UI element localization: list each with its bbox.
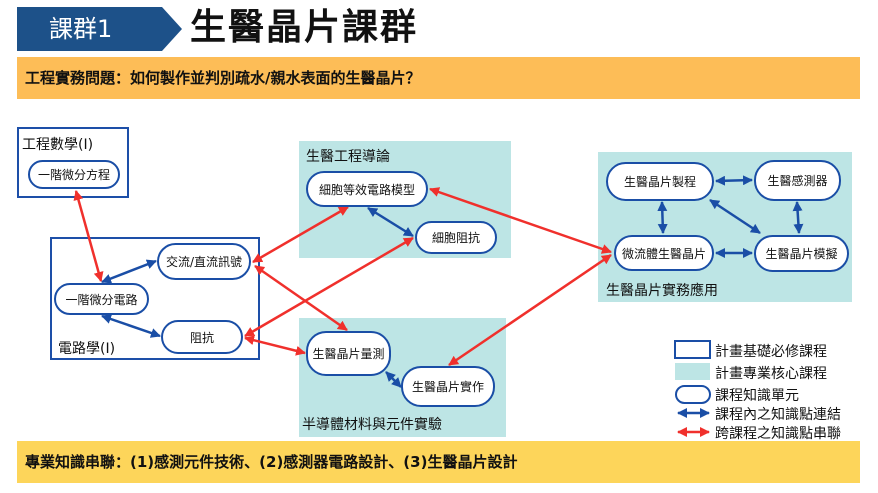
unit-microfluidic-biochip: 微流體生醫晶片 [614,235,714,271]
legend-required-swatch [674,340,711,359]
blue-link [101,314,161,338]
blue-link [709,198,761,235]
blue-link [101,259,157,284]
legend-unit-swatch [675,385,711,404]
legend-internal-link-label: 課程內之知識點連結 [715,407,841,423]
unit-biochip-measurement: 生醫晶片量測 [306,331,391,376]
course-title-bme-intro: 生醫工程導論 [306,149,390,165]
blue-link [792,201,804,234]
unit-first-order-de: 一階微分方程 [28,160,120,189]
course-title-biochip-app: 生醫晶片實務應用 [606,283,718,299]
legend-cross-link-label: 跨課程之知識點串聯 [715,426,841,442]
course-group-tag: 課群1 [17,7,182,51]
blue-link [367,206,414,238]
red-link [244,236,414,338]
course-title-circuit: 電路學(I) [58,341,116,357]
unit-ac-dc-signal: 交流/直流訊號 [157,243,251,280]
unit-biochip-simulation: 生醫晶片模擬 [754,235,849,272]
blue-link [715,175,753,186]
red-link [244,335,306,356]
unit-biochip-process: 生醫晶片製程 [606,162,714,201]
knowledge-chain-banner: 專業知識串聯：(1)感測元件技術、(2)感測器電路設計、(3)生醫晶片設計 [17,441,860,483]
legend-core-label: 計畫專業核心課程 [715,366,827,382]
legend-unit-label: 課程知識單元 [715,388,799,404]
unit-first-order-circuit: 一階微分電路 [54,283,149,315]
red-link [448,253,612,367]
red-link [254,264,348,332]
page-title: 生醫晶片課群 [190,7,419,48]
engineering-question-banner: 工程實務問題：如何製作並判別疏水/親水表面的生醫晶片？ [17,57,860,99]
unit-impedance: 阻抗 [161,320,243,354]
course-title-math: 工程數學(I) [22,137,94,153]
red-link [73,190,104,282]
course-title-semi-lab: 半導體材料與元件實驗 [302,417,442,433]
red-link [252,205,349,264]
legend-core-swatch [675,363,710,380]
unit-biochip-fabrication-practice: 生醫晶片實作 [401,366,495,407]
legend-required-label: 計畫基礎必修課程 [715,344,827,360]
unit-cell-impedance: 細胞阻抗 [415,221,497,254]
blue-link [385,371,402,388]
blue-link [657,201,668,234]
unit-biosensor: 生醫感測器 [754,160,841,201]
unit-cell-equivalent-circuit: 細胞等效電路模型 [306,171,428,207]
red-link [429,187,612,254]
